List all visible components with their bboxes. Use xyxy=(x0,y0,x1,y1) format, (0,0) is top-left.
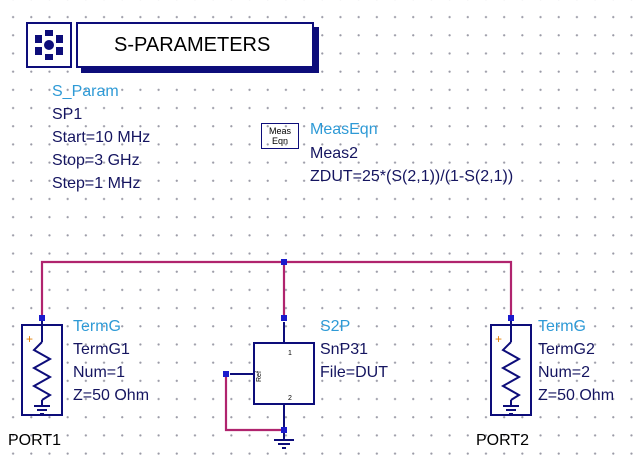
sparam-start-label: Start=10 MHz xyxy=(52,129,151,146)
termg1-z-label: Z=50 Ohm xyxy=(73,387,150,404)
port2-label: PORT2 xyxy=(476,432,530,449)
termg2-z-label: Z=50 Ohm xyxy=(538,387,615,404)
termg1-plus-sign: + xyxy=(26,332,33,346)
port1-label: PORT1 xyxy=(8,432,62,449)
junction-dot xyxy=(281,259,287,265)
termg1-num-label: Num=1 xyxy=(73,364,126,381)
termg2-name-label: TermG2 xyxy=(538,341,595,358)
meas-icon-line2: Eqn xyxy=(271,136,288,146)
termg2-symbol[interactable] xyxy=(490,318,532,416)
termg1-pin[interactable] xyxy=(39,315,45,321)
top-bus-wire[interactable] xyxy=(40,260,513,320)
s-parameters-title-box: S-PARAMETERS xyxy=(76,22,314,68)
sparam-stop-label: Stop=3 GHz xyxy=(52,152,140,169)
ref-ground-wire[interactable] xyxy=(224,374,284,432)
termg1-symbol[interactable] xyxy=(21,318,63,416)
s2p-name-label: SnP31 xyxy=(320,341,369,358)
wires xyxy=(40,260,513,432)
meas-type-label: MeasEqn xyxy=(310,121,378,138)
termg2-pin[interactable] xyxy=(508,315,514,321)
meas-eqn-icon[interactable]: Meas Eqn xyxy=(261,123,299,149)
termg1-name-label: TermG1 xyxy=(73,341,130,358)
meas-name-label: Meas2 xyxy=(310,145,359,162)
s2p-type-label: S2P xyxy=(320,318,351,335)
sparam-name-label: SP1 xyxy=(52,106,83,123)
meas-icon-line1: Meas xyxy=(268,126,291,136)
s-parameters-icon xyxy=(26,22,72,68)
s2p-file-label: File=DUT xyxy=(320,364,389,381)
termg2-plus-sign: + xyxy=(495,332,502,346)
s2p-symbol[interactable] xyxy=(230,322,315,449)
s2p-pin1[interactable] xyxy=(281,315,287,321)
sparam-type-label: S_Param xyxy=(52,83,119,100)
meas-expression-label: ZDUT=25*(S(2,1))/(1-S(2,1)) xyxy=(310,168,514,185)
s2p-ground-pin[interactable] xyxy=(281,427,287,433)
sparam-step-label: Step=1 MHz xyxy=(52,175,141,192)
s2p-ref-label: Ref xyxy=(256,371,263,382)
termg2-type-label: TermG xyxy=(538,318,586,335)
s2p-ref-pin[interactable] xyxy=(223,371,229,377)
s2p-pin1-label: 1 xyxy=(288,350,292,357)
s2p-pin2-label: 2 xyxy=(288,395,292,402)
s-parameters-title: S-PARAMETERS xyxy=(114,34,271,56)
termg1-type-label: TermG xyxy=(73,318,121,335)
s-parameters-controller[interactable]: S-PARAMETERS xyxy=(24,18,318,72)
termg2-num-label: Num=2 xyxy=(538,364,591,381)
